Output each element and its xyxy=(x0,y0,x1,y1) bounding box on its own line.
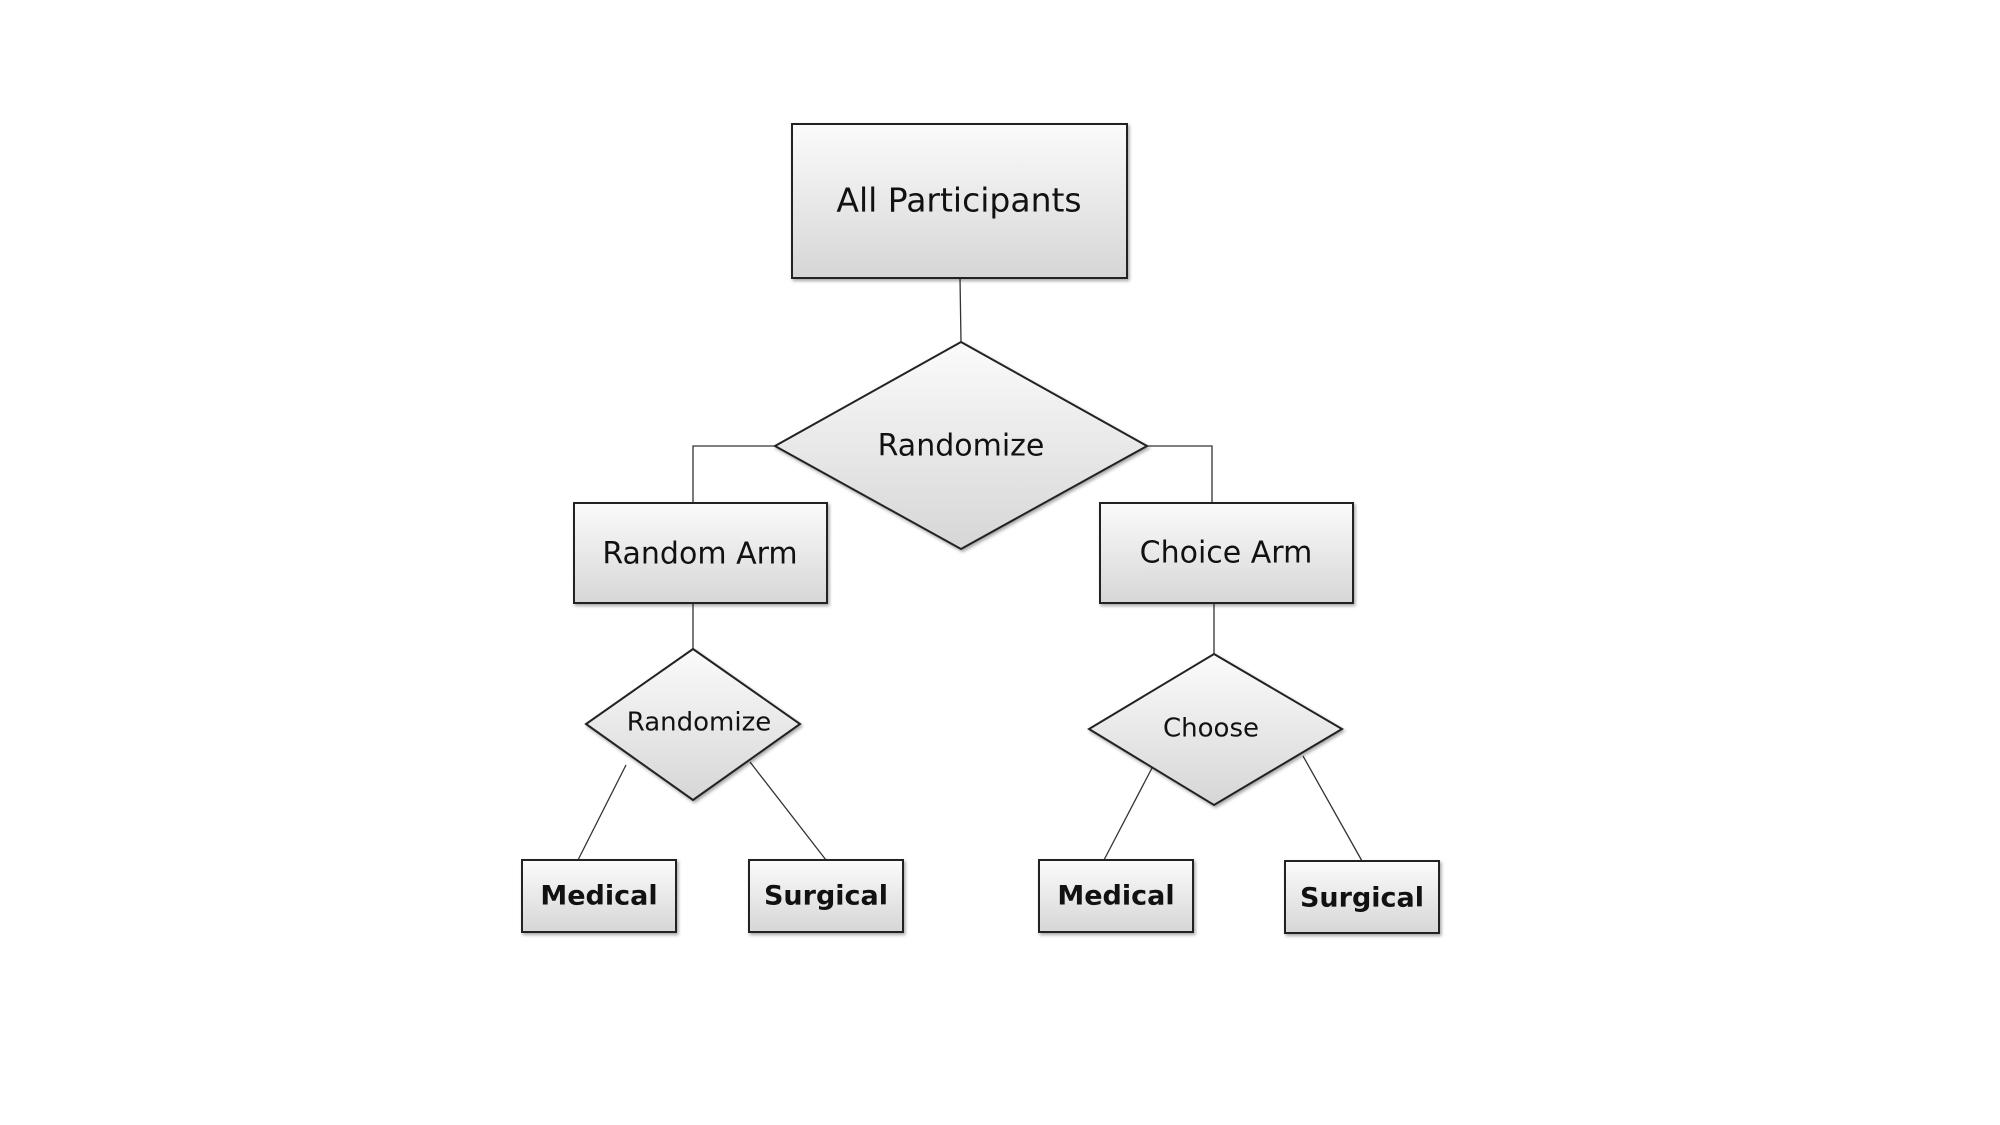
choice-arm-box xyxy=(1099,502,1354,604)
randomize-top-diamond xyxy=(772,340,1150,551)
node-randomize-top: Randomize xyxy=(772,340,1150,551)
connector-randomize-to-random-surgical xyxy=(749,761,827,861)
connectors xyxy=(577,277,1363,862)
connector-randomize-to-random-arm xyxy=(692,445,775,503)
choice-arm-label: Choice Arm xyxy=(1140,536,1313,571)
node-random-arm: Random Arm xyxy=(573,502,828,604)
choice-medical-box xyxy=(1038,859,1194,933)
random-surgical-box xyxy=(748,859,904,933)
all-participants-box xyxy=(791,123,1128,279)
all-participants-label: All Participants xyxy=(836,181,1081,220)
connector-root-to-randomize xyxy=(959,277,962,343)
randomize-sub-diamond xyxy=(584,647,802,802)
connector-choose-to-choice-medical xyxy=(1103,767,1153,861)
choice-medical-label: Medical xyxy=(1057,881,1174,912)
randomize-sub-label: Randomize xyxy=(627,708,772,738)
random-arm-label: Random Arm xyxy=(602,537,797,572)
connector-randomize-to-random-medical xyxy=(577,764,627,861)
node-choose: Choose xyxy=(1087,652,1344,807)
choice-surgical-label: Surgical xyxy=(1300,883,1424,914)
random-arm-box xyxy=(573,502,828,604)
node-all-participants: All Participants xyxy=(791,123,1128,279)
node-choice-surgical: Surgical xyxy=(1284,860,1440,934)
node-random-medical: Medical xyxy=(521,859,677,933)
node-choice-medical: Medical xyxy=(1038,859,1194,933)
node-randomize-sub: Randomize xyxy=(584,647,802,802)
random-medical-box xyxy=(521,859,677,933)
connector-randomize-to-choice-arm xyxy=(1147,445,1213,503)
choice-surgical-box xyxy=(1284,860,1440,934)
random-medical-label: Medical xyxy=(540,881,657,912)
connector-choose-to-choice-surgical xyxy=(1302,755,1363,862)
node-choice-arm: Choice Arm xyxy=(1099,502,1354,604)
random-surgical-label: Surgical xyxy=(764,881,888,912)
choose-diamond xyxy=(1087,652,1344,807)
choose-label: Choose xyxy=(1163,714,1259,744)
randomize-top-label: Randomize xyxy=(878,429,1045,464)
node-random-surgical: Surgical xyxy=(748,859,904,933)
